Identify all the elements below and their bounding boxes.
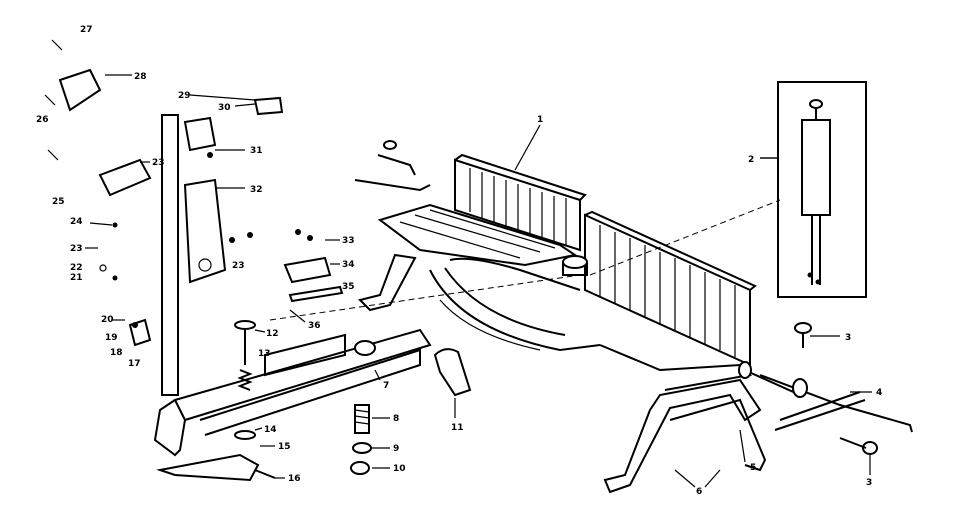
callout-1: 1 (537, 115, 543, 125)
callout-35: 35 (342, 282, 355, 292)
callout-32: 32 (250, 185, 263, 195)
callout-23b: 23 (70, 244, 83, 254)
callout-10: 10 (393, 464, 406, 474)
callout-6: 6 (696, 487, 702, 497)
callout-23a: 23 (152, 158, 165, 168)
callout-27: 27 (80, 25, 93, 35)
callout-28: 28 (134, 72, 147, 82)
callout-25: 25 (52, 197, 65, 207)
callout-23c: 23 (232, 261, 245, 271)
callout-21: 21 (70, 273, 83, 283)
callout-labels: 1 2 3 3 4 5 6 7 8 9 10 11 12 13 14 15 16… (36, 25, 882, 497)
callout-14: 14 (264, 425, 277, 435)
callout-13: 13 (258, 349, 271, 359)
miter-table-assembly (269, 153, 801, 494)
left-column-parts (44, 39, 284, 396)
callout-33: 33 (342, 236, 355, 246)
callout-31: 31 (250, 146, 263, 156)
callout-17: 17 (128, 359, 141, 369)
callout-30: 30 (218, 103, 231, 113)
leader-lines (85, 74, 872, 488)
callout-29: 29 (178, 91, 191, 101)
callout-9: 9 (393, 444, 399, 454)
callout-7: 7 (383, 381, 389, 391)
callout-22: 22 (70, 263, 83, 273)
callout-16: 16 (288, 474, 301, 484)
callout-4: 4 (876, 388, 882, 398)
slide-arm-part-7 (153, 328, 432, 482)
callout-15: 15 (278, 442, 291, 452)
callout-34: 34 (342, 260, 355, 270)
center-small-parts (234, 140, 472, 475)
callout-18: 18 (110, 348, 123, 358)
callout-26: 26 (36, 115, 49, 125)
right-rod-parts (759, 322, 913, 455)
callout-24: 24 (70, 217, 83, 227)
callout-2: 2 (748, 155, 754, 165)
inset-part-2 (760, 81, 867, 298)
callout-3a: 3 (845, 333, 851, 343)
callout-12: 12 (266, 329, 279, 339)
callout-36: 36 (308, 321, 321, 331)
callout-19: 19 (105, 333, 118, 343)
callout-11: 11 (451, 423, 464, 433)
callout-5: 5 (750, 463, 756, 473)
callout-3b: 3 (866, 478, 872, 488)
callout-20: 20 (101, 315, 114, 325)
callout-8: 8 (393, 414, 399, 424)
